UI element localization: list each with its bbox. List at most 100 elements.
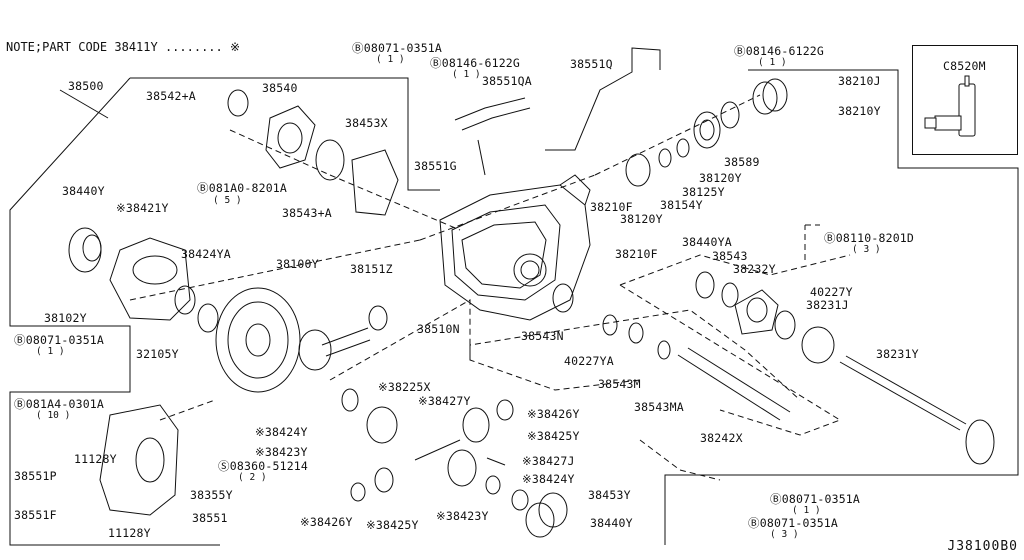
bearing-38589 — [693, 111, 721, 149]
side-retainer-38232y — [734, 289, 779, 335]
axle-38242x — [677, 347, 791, 421]
part-label: 32105Y — [136, 347, 179, 361]
group-outline-right — [664, 69, 1019, 545]
diff-case-38421y — [109, 237, 196, 321]
part-label: 38440Y — [62, 184, 105, 198]
part-label: Ⓑ08146-6122G — [430, 56, 521, 70]
part-label: 38551Q — [570, 57, 613, 71]
part-label: 38231Y — [876, 347, 919, 361]
part-label: ※38421Y — [116, 201, 169, 215]
part-label: 38453X — [345, 116, 388, 130]
part-label: 38231J — [806, 298, 849, 312]
part-label: 40227YA — [564, 354, 614, 368]
part-label: 38154Y — [660, 198, 703, 212]
group-outline-top — [130, 77, 440, 191]
quantity: ( 2 ) — [238, 472, 267, 483]
part-label: 38589 — [724, 155, 760, 169]
bearing-38440y-left — [68, 227, 102, 273]
axle-38231y — [839, 355, 995, 465]
quantity: ( 5 ) — [213, 195, 242, 206]
part-label: 38440Y — [590, 516, 633, 530]
part-label: 38210Y — [838, 104, 881, 118]
quantity: ( 1 ) — [376, 54, 405, 65]
part-label: 38210F — [590, 200, 633, 214]
part-label: Ⓑ08110-8201D — [824, 231, 915, 245]
part-label: 11128Y — [108, 526, 151, 540]
part-label: Ⓑ08071-0351A — [770, 492, 861, 506]
part-label: 38151Z — [350, 262, 393, 276]
part-label: ※38424Y — [255, 425, 308, 439]
part-label: ※38427J — [522, 454, 575, 468]
part-label: ※38423Y — [255, 445, 308, 459]
part-label: 38440YA — [682, 235, 732, 249]
tool-box-label: C8520M — [943, 59, 986, 73]
part-label: 38551P — [14, 469, 57, 483]
part-label: 38210J — [838, 74, 881, 88]
part-label: ※38423Y — [436, 509, 489, 523]
part-label: ※38426Y — [527, 407, 580, 421]
quantity: ( 10 ) — [36, 410, 71, 421]
quantity: ( 1 ) — [758, 57, 787, 68]
leader-38500 — [59, 89, 109, 119]
part-label: 38542+A — [146, 89, 196, 103]
part-label: 38540 — [262, 81, 298, 95]
part-label: Ⓑ081A0-8201A — [197, 181, 288, 195]
part-label: 38242X — [700, 431, 743, 445]
part-label: 38355Y — [190, 488, 233, 502]
part-label: ※38427Y — [418, 394, 471, 408]
part-label: ※38424Y — [522, 472, 575, 486]
part-label: 38551QA — [482, 74, 532, 88]
diagram-code: J38100B0 — [947, 539, 1018, 554]
part-label: ※38425Y — [366, 518, 419, 532]
bearing-38440y-bottom — [525, 492, 568, 538]
part-label: Ⓑ08071-0351A — [748, 516, 839, 530]
pinion-shaft-38427y — [414, 439, 461, 461]
gasket-38453x — [351, 149, 399, 216]
part-label: 38100Y — [276, 257, 319, 271]
ring-gear-38100y — [215, 287, 371, 393]
part-label: Ⓑ08146-6122G — [734, 44, 825, 58]
part-label: 38500 — [68, 79, 104, 93]
part-label: ※38225X — [378, 380, 431, 394]
part-code-note: NOTE;PART CODE 38411Y ........ ※ — [6, 40, 241, 54]
tool-icon — [924, 75, 976, 137]
part-label: 38551F — [14, 508, 57, 522]
cover-38540 — [265, 105, 316, 169]
part-label: 38120Y — [620, 212, 663, 226]
part-label: 38120Y — [699, 171, 742, 185]
carrier-case-38510n — [439, 174, 591, 321]
part-label: 38232Y — [733, 262, 776, 276]
bearing-38120y — [625, 153, 651, 187]
part-label: 38102Y — [44, 311, 87, 325]
part-label: 38543+A — [282, 206, 332, 220]
part-label: Ⓑ081A4-0301A — [14, 397, 105, 411]
part-label: 38125Y — [682, 185, 725, 199]
breather-hose — [454, 47, 661, 176]
part-label: 11128Y — [74, 452, 117, 466]
part-label: 38543 — [712, 249, 748, 263]
part-label: 38551 — [192, 511, 228, 525]
part-label: 40227Y — [810, 285, 853, 299]
quantity: ( 3 ) — [770, 529, 799, 540]
quantity: ( 1 ) — [36, 346, 65, 357]
group-outline-left — [9, 77, 220, 546]
part-label: 38543N — [521, 329, 564, 343]
quantity: ( 1 ) — [452, 69, 481, 80]
pinion-gears — [366, 406, 490, 493]
part-label: 38510N — [417, 322, 460, 336]
tool-box: C8520M — [912, 45, 1018, 155]
washers — [197, 89, 835, 511]
part-label: Ⓢ08360-51214 — [218, 459, 309, 473]
quantity: ( 3 ) — [852, 244, 881, 255]
part-label: 38543M — [598, 377, 641, 391]
part-label: 38453Y — [588, 488, 631, 502]
part-label: Ⓑ08071-0351A — [352, 41, 443, 55]
part-label: 38551G — [414, 159, 457, 173]
part-label: 38543MA — [634, 400, 684, 414]
pin-38427j — [486, 457, 506, 466]
part-label: ※38426Y — [300, 515, 353, 529]
rear-cover-38551 — [99, 404, 179, 516]
quantity: ( 1 ) — [792, 505, 821, 516]
